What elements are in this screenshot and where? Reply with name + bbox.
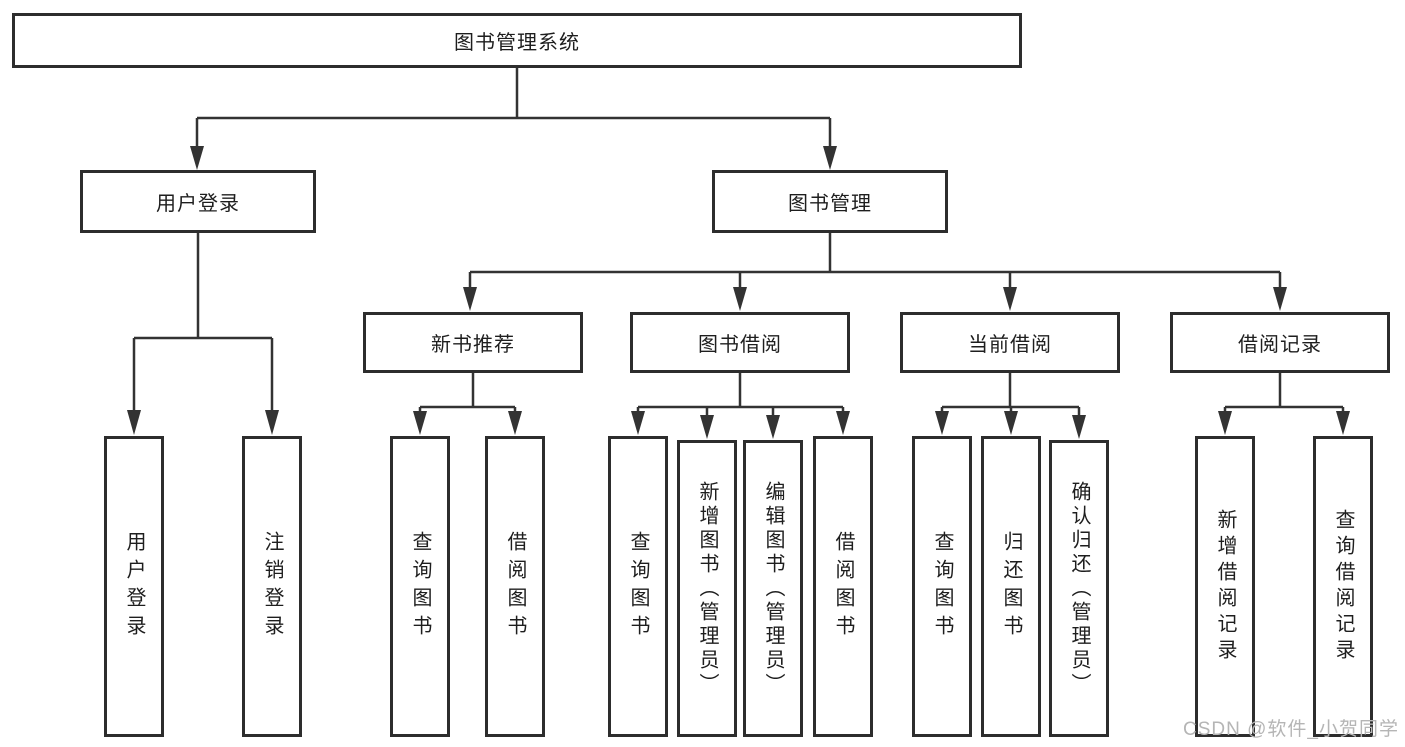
node-book-borrowing: 图书借阅 <box>630 312 850 373</box>
node-leaf-rc-add-record-label: 新增借阅记录 <box>1214 508 1236 665</box>
node-leaf-bw-query-books: 查询图书 <box>608 436 668 737</box>
node-leaf-user-login-label: 用户登录 <box>123 530 145 643</box>
node-leaf-cu-query-books: 查询图书 <box>912 436 972 737</box>
node-leaf-cu-confirm-return-admin: 确认归还（管理员） <box>1049 440 1109 737</box>
node-leaf-nb-borrow-books-label: 借阅图书 <box>504 530 526 643</box>
node-borrowing-records-label: 借阅记录 <box>1238 334 1322 356</box>
node-book-management: 图书管理 <box>712 170 948 233</box>
node-leaf-cu-query-books-label: 查询图书 <box>931 530 953 643</box>
node-root-label: 图书管理系统 <box>454 32 580 54</box>
node-new-book-recommend-label: 新书推荐 <box>431 334 515 356</box>
node-leaf-nb-borrow-books: 借阅图书 <box>485 436 545 737</box>
arrowheads <box>127 146 1350 439</box>
node-leaf-bw-edit-books-admin: 编辑图书（管理员） <box>743 440 803 737</box>
node-current-borrowing: 当前借阅 <box>900 312 1120 373</box>
node-new-book-recommend: 新书推荐 <box>363 312 583 373</box>
node-user-login: 用户登录 <box>80 170 316 233</box>
node-leaf-bw-edit-books-admin-label: 编辑图书（管理员） <box>762 480 784 697</box>
node-leaf-bw-borrow-books-label: 借阅图书 <box>832 530 854 643</box>
csdn-watermark: CSDN @软件_小贺同学 <box>1183 719 1399 740</box>
node-leaf-user-login: 用户登录 <box>104 436 164 737</box>
node-leaf-rc-query-record: 查询借阅记录 <box>1313 436 1373 737</box>
node-leaf-rc-query-record-label: 查询借阅记录 <box>1332 508 1354 665</box>
node-leaf-logout: 注销登录 <box>242 436 302 737</box>
node-leaf-nb-query-books: 查询图书 <box>390 436 450 737</box>
node-book-management-label: 图书管理 <box>788 193 872 215</box>
node-leaf-bw-query-books-label: 查询图书 <box>627 530 649 643</box>
node-leaf-cu-return-books-label: 归还图书 <box>1000 530 1022 643</box>
node-root: 图书管理系统 <box>12 13 1022 68</box>
node-current-borrowing-label: 当前借阅 <box>968 334 1052 356</box>
node-book-borrowing-label: 图书借阅 <box>698 334 782 356</box>
node-borrowing-records: 借阅记录 <box>1170 312 1390 373</box>
node-leaf-nb-query-books-label: 查询图书 <box>409 530 431 643</box>
node-leaf-bw-add-books-admin-label: 新增图书（管理员） <box>696 480 718 697</box>
node-leaf-cu-return-books: 归还图书 <box>981 436 1041 737</box>
node-leaf-bw-add-books-admin: 新增图书（管理员） <box>677 440 737 737</box>
node-leaf-logout-label: 注销登录 <box>261 530 283 643</box>
node-leaf-cu-confirm-return-admin-label: 确认归还（管理员） <box>1068 480 1090 697</box>
node-user-login-label: 用户登录 <box>156 193 240 215</box>
node-leaf-bw-borrow-books: 借阅图书 <box>813 436 873 737</box>
node-leaf-rc-add-record: 新增借阅记录 <box>1195 436 1255 737</box>
